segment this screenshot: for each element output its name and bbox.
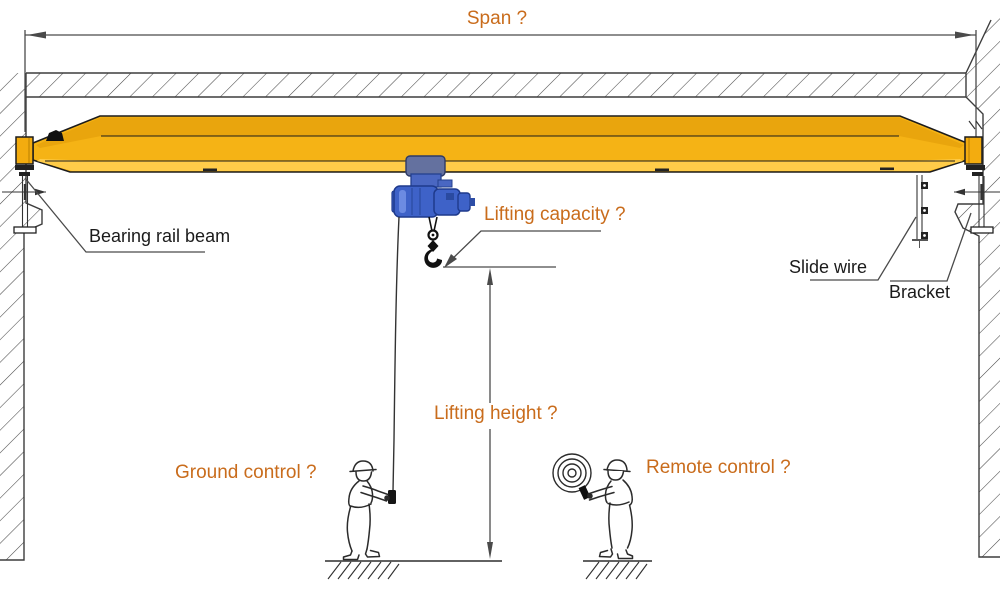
hard-hat [606,459,628,471]
pendant-cable [392,216,400,492]
span-label: Span ? [466,8,528,29]
slide-wire-insulators [921,182,928,239]
rail-mount-right [954,176,1000,234]
leader-lifting-capacity [445,230,601,266]
leader-slide-wire [810,216,917,281]
bearing-rail-beam-label: Bearing rail beam [89,226,231,246]
end-carriage-left [15,136,34,176]
slide-wire-label: Slide wire [789,257,868,277]
leader-lines [24,177,972,282]
ceiling-runway [26,72,966,98]
leader-bracket [890,212,972,282]
bridge-girder [32,115,968,173]
operator-ground-control [342,460,390,561]
end-carriage-right [964,120,985,176]
wall-column-right [954,16,1000,558]
radio-waves-icon [552,453,592,493]
rail-mount-left [2,176,46,234]
operator-remote-control [552,453,634,560]
hard-hat [352,460,374,472]
lifting-height-label: Lifting height ? [434,403,558,424]
rail-stop-clamp [46,130,64,141]
span-dimension [24,30,977,140]
pendant-controller [388,490,396,504]
crane-hook [424,248,443,268]
ground-right [583,560,652,580]
lifting-capacity-label: Lifting capacity ? [484,204,626,225]
wall-column-left [0,73,43,561]
bracket-label: Bracket [889,282,951,302]
ground-left [325,560,502,580]
hook-block [424,216,443,268]
lifting-height-dimension [443,266,556,559]
slide-wire-rail [912,175,928,248]
leader-bearing-rail-beam [24,177,205,253]
electric-hoist-trolley [391,155,475,218]
ground-control-label: Ground control ? [175,462,317,483]
remote-control-label: Remote control ? [646,457,791,478]
